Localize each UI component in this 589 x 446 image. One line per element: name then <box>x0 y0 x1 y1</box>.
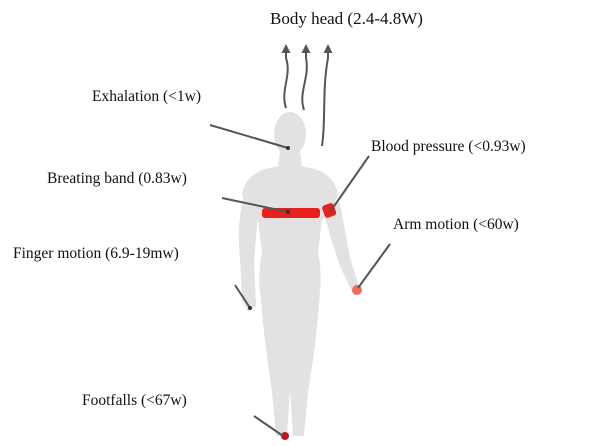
left-leg-shape <box>260 290 290 436</box>
arm-motion-highlight <box>352 285 362 295</box>
diagram-title: Body head (2.4-4.8W) <box>270 10 423 28</box>
finger-motion-label: Finger motion (6.9-19mw) <box>13 245 179 263</box>
exhalation-label: Exhalation (<1w) <box>92 88 201 106</box>
footfalls-label: Footfalls (<67w) <box>82 392 187 410</box>
blood-pressure-label: Blood pressure (<0.93w) <box>371 138 526 156</box>
heat-wave-arrow <box>322 50 328 146</box>
head-shape <box>274 112 306 156</box>
breathing-band-label: Breating band (0.83w) <box>47 170 187 188</box>
arrow-head <box>302 44 311 53</box>
right-leg-shape <box>290 290 320 436</box>
arm-motion-pointer <box>358 244 390 288</box>
arrow-head <box>282 44 291 53</box>
neck-shape <box>278 150 302 168</box>
arm-motion-label: Arm motion (<60w) <box>393 216 519 234</box>
heat-wave-arrow <box>284 50 287 108</box>
pointer-end <box>286 210 290 214</box>
breathing-band-highlight <box>262 208 320 218</box>
human-silhouette <box>239 112 360 436</box>
blood-pressure-pointer <box>330 156 369 212</box>
pointer-end <box>286 146 290 150</box>
arrow-heads <box>282 44 333 53</box>
pointer-end <box>248 306 252 310</box>
arrow-head <box>324 44 333 53</box>
heat-wave-arrow <box>302 50 307 110</box>
